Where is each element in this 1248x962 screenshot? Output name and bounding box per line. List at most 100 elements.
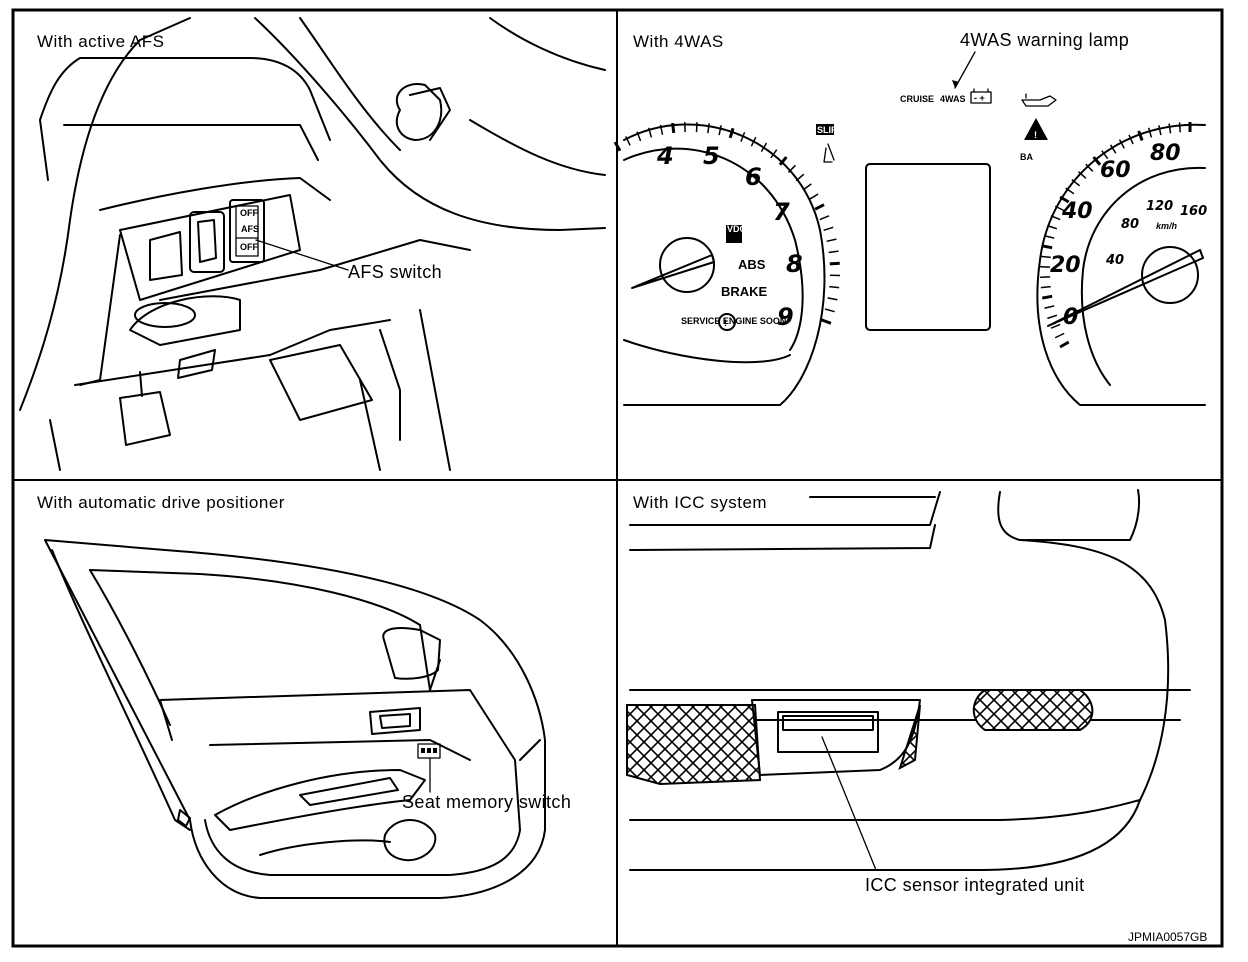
speed-tick-label: 0 <box>1063 305 1078 330</box>
gauge-tick <box>1050 323 1061 329</box>
panel-title-active-afs: With active AFS <box>37 32 164 51</box>
panel-drive-positioner: With automatic drive positioner Seat mem… <box>37 493 571 899</box>
gauge-tick <box>625 136 631 146</box>
gauge-tick <box>819 215 830 221</box>
gauge-tick <box>718 125 722 136</box>
gauge-tick <box>671 122 676 134</box>
tach-tick-label: 5 <box>703 142 720 170</box>
afs-switch-label-off-top: OFF <box>240 208 258 218</box>
speed-inner-tick-label: 80 <box>1121 217 1139 232</box>
gauge-tick <box>1042 294 1053 300</box>
speed-inner-tick-label: 120 <box>1146 199 1173 214</box>
master-warning-exclamation: ! <box>1034 130 1037 140</box>
gauge-tick <box>809 193 819 200</box>
speed-inner-tick-label: 160 <box>1180 204 1207 219</box>
gauge-tick <box>636 131 642 142</box>
gauge-tick <box>740 132 746 142</box>
speedo-ticks <box>1040 122 1192 349</box>
gauge-tick <box>1054 332 1065 339</box>
callout-seat-memory-switch: Seat memory switch <box>402 792 571 812</box>
service-engine-soon-indicator: SERVICE ENGINE SOON <box>681 316 786 326</box>
afs-switch-label-off-bottom: OFF <box>240 242 258 252</box>
gauge-tick <box>824 308 835 313</box>
gauge-tick <box>827 297 838 301</box>
tire-pressure-icon: ! <box>724 318 727 328</box>
dashboard-drawing <box>19 17 606 471</box>
tach-ticks <box>613 122 840 325</box>
gauge-tick <box>760 142 768 152</box>
gauge-tick <box>1050 215 1061 221</box>
brake-assist-indicator: BA <box>1020 152 1033 162</box>
gauge-tick <box>821 318 832 325</box>
gauge-tick <box>1178 122 1181 133</box>
speed-unit: km/h <box>1156 221 1178 231</box>
gauge-tick <box>1044 305 1055 310</box>
panel-title-icc: With ICC system <box>633 493 767 512</box>
panel-4was: 4 5 6 7 8 9 VDC OFF ABS BRAKE SERVICE EN… <box>613 30 1207 406</box>
gauge-tick <box>1065 187 1075 195</box>
center-display <box>865 163 991 331</box>
panel-active-afs: OFF AFS OFF With active AFS AFS switch <box>19 17 606 471</box>
tach-tick-label: 9 <box>777 303 794 331</box>
gauge-tick <box>659 124 664 135</box>
seat-memory-switch <box>417 743 441 759</box>
seatbelt-icon <box>823 143 835 163</box>
panel-title-drive-positioner: With automatic drive positioner <box>37 493 285 512</box>
tach-tick-label: 6 <box>745 163 762 191</box>
gauge-tick <box>647 127 653 138</box>
gauge-tick <box>787 164 796 173</box>
gauge-tick <box>1047 314 1058 320</box>
gauge-tick <box>1044 234 1055 239</box>
gauge-tick <box>1118 139 1125 149</box>
brake-indicator: BRAKE <box>721 284 768 299</box>
gauge-tick <box>1040 255 1051 259</box>
gauge-tick <box>1092 156 1102 166</box>
bumper-drawing <box>626 489 1191 871</box>
panel-icc-system: With ICC system ICC sensor integrated un… <box>626 489 1191 895</box>
gauge-tick <box>1158 125 1162 136</box>
warning-indicators: VDC OFF ABS BRAKE SERVICE ENGINE SOON ! … <box>681 88 1057 331</box>
gauge-tick <box>1128 134 1134 145</box>
tach-tick-label: 8 <box>786 250 803 278</box>
speed-tick-label: 80 <box>1150 141 1181 166</box>
callout-4was-warning-lamp: 4WAS warning lamp <box>960 30 1129 50</box>
gauge-tick <box>1147 127 1153 138</box>
4was-indicator: 4WAS <box>940 94 966 104</box>
gauge-tick <box>802 183 812 191</box>
gauge-tick <box>829 285 840 289</box>
afs-switch-cluster: OFF AFS OFF <box>189 199 265 273</box>
tach-tick-label: 7 <box>773 198 790 226</box>
gauge-tick <box>770 149 778 159</box>
master-warning-icon <box>1024 118 1048 140</box>
abs-indicator: ABS <box>738 257 766 272</box>
speedometer: 0 20 40 60 80 40 80 120 160 km/h <box>1036 122 1207 406</box>
tach-tick-label: 4 <box>656 142 674 170</box>
gauge-tick <box>778 156 788 166</box>
icc-sensor-leader <box>821 736 877 871</box>
callout-afs-switch: AFS switch <box>348 262 442 282</box>
panel-title-4was: With 4WAS <box>633 32 724 51</box>
vdc-off-indicator: VDC OFF <box>727 224 767 234</box>
gauge-tick <box>1059 340 1070 349</box>
gauge-tick <box>750 136 757 147</box>
oil-pressure-icon <box>1021 93 1057 107</box>
battery-icon: - + <box>970 88 992 104</box>
gauge-tick <box>1054 205 1065 212</box>
gauge-tick <box>795 173 805 182</box>
figure-code: JPMIA0057GB <box>1128 930 1207 944</box>
gauge-tick <box>823 226 834 232</box>
gauge-tick <box>1071 179 1081 187</box>
gauge-tick <box>1047 224 1058 230</box>
speed-tick-label: 40 <box>1061 199 1093 224</box>
tachometer: 4 5 6 7 8 9 <box>613 122 840 406</box>
svg-text:- +: - + <box>974 93 985 103</box>
callout-icc-sensor: ICC sensor integrated unit <box>865 875 1085 895</box>
slip-indicator: SLIP <box>817 125 837 135</box>
gauge-tick <box>1085 163 1094 172</box>
gauge-tick <box>707 123 710 134</box>
gauge-tick <box>828 250 839 254</box>
door-drawing <box>44 539 546 899</box>
gauge-tick <box>1040 285 1051 289</box>
afs-switch-label-afs: AFS <box>241 224 259 234</box>
